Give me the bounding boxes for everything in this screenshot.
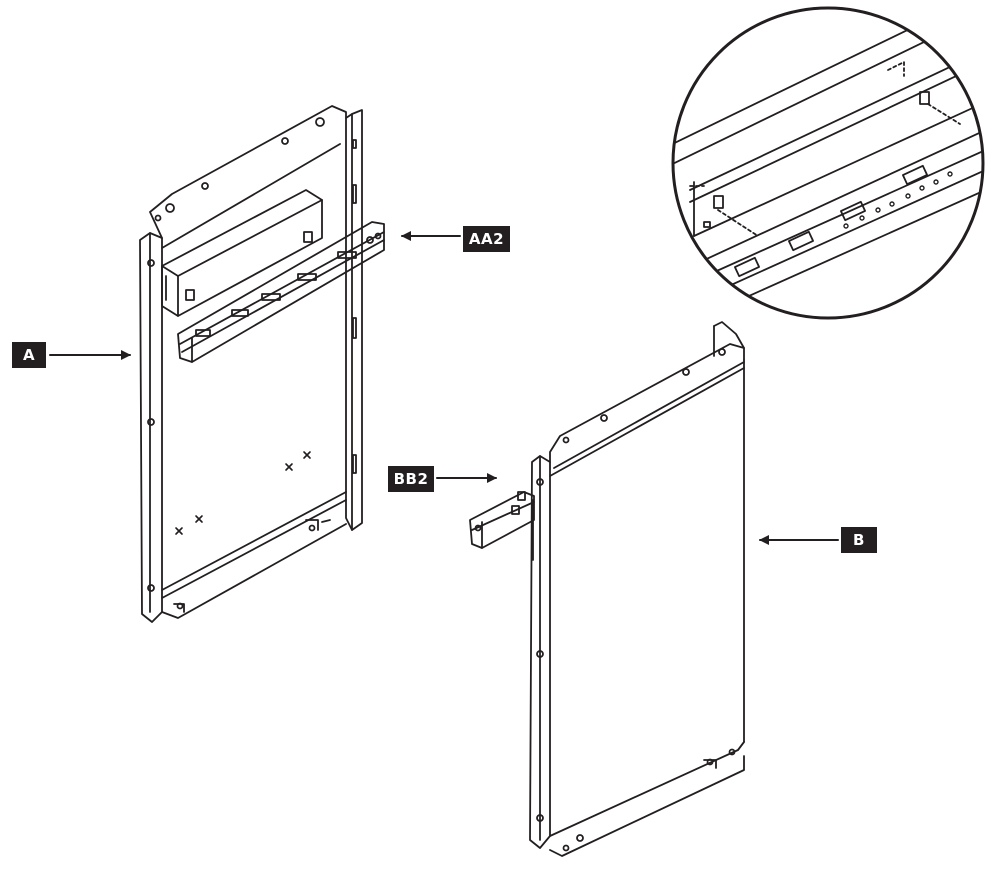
panel-a [139, 105, 385, 623]
label-aa2: AA2 [463, 226, 510, 252]
label-b: B [841, 527, 877, 553]
label-bb2: BB2 [388, 466, 434, 492]
zoom-detail [671, 6, 985, 320]
label-a: A [12, 342, 46, 368]
panel-b [469, 321, 745, 857]
